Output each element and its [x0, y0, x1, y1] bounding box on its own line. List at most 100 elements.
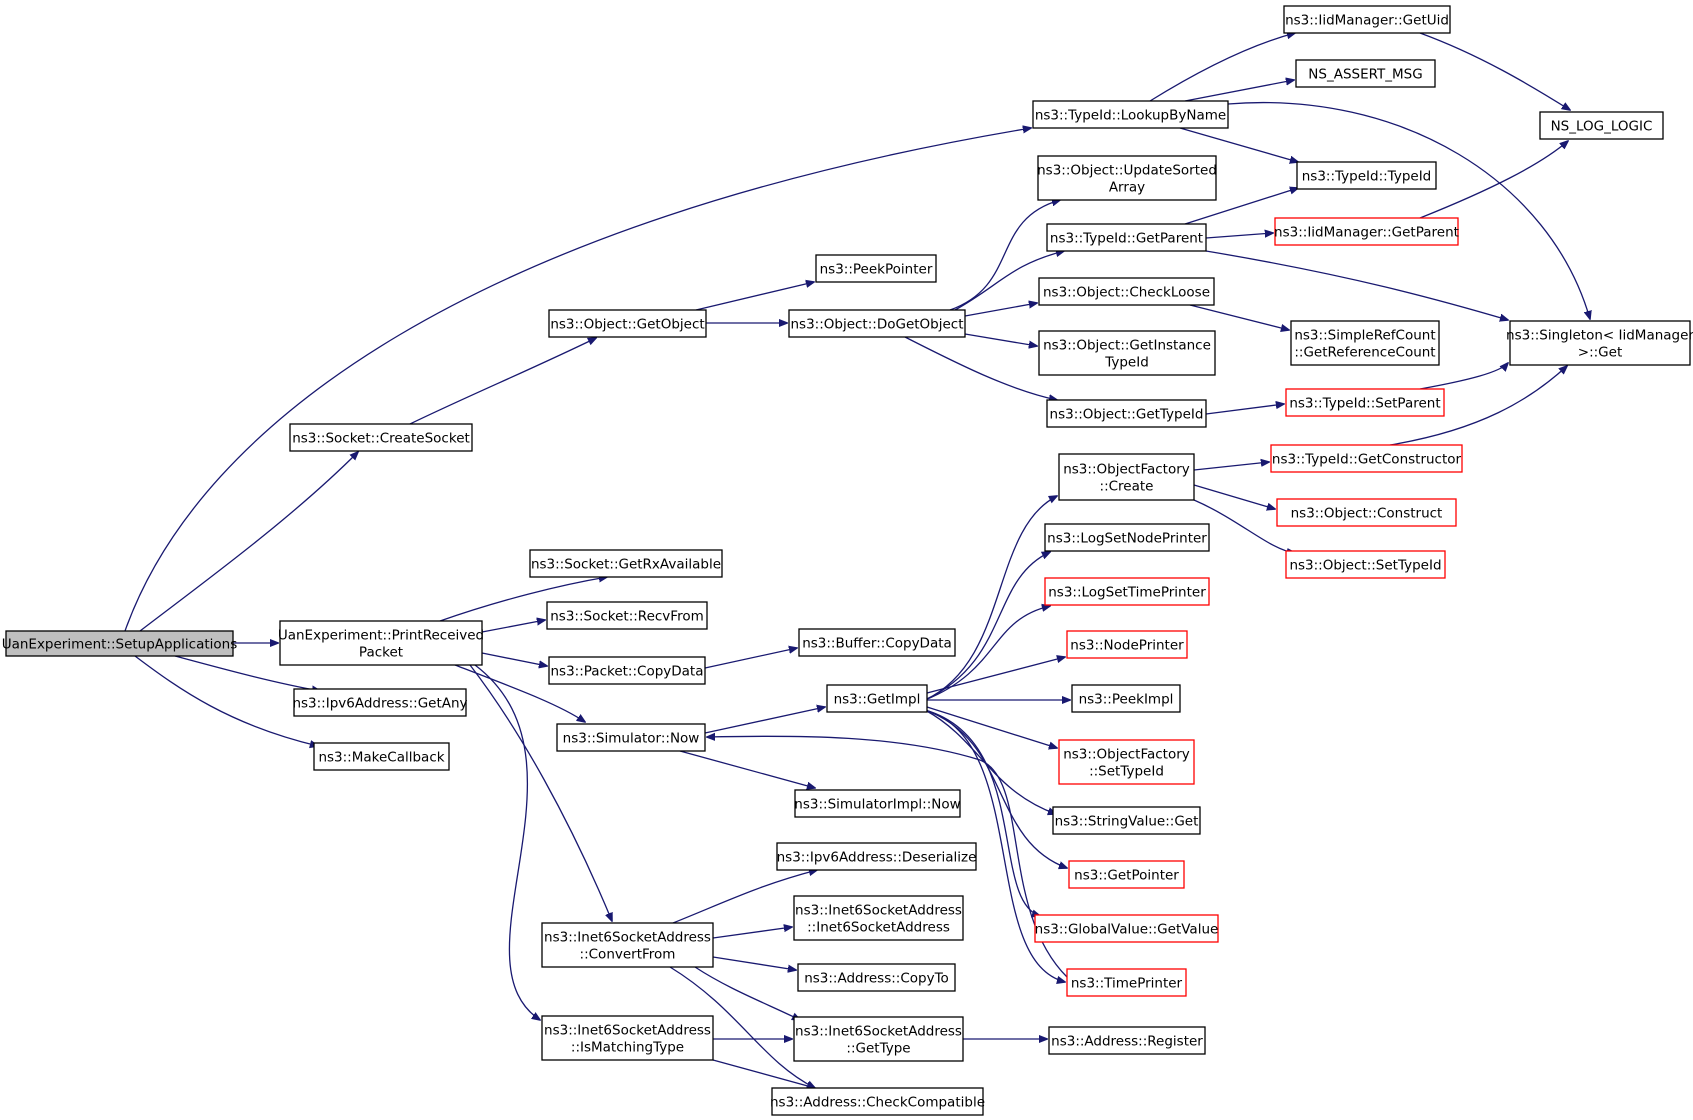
node-box	[798, 628, 956, 657]
node-label: NS_ASSERT_MSG	[1308, 67, 1422, 83]
node-objgettypeid[interactable]: ns3::Object::GetTypeId	[1046, 399, 1207, 428]
node-nsassertmsg[interactable]: NS_ASSERT_MSG	[1295, 59, 1436, 88]
node-box	[793, 895, 964, 941]
edge-getparent-to-singletonget	[1205, 250, 1508, 320]
node-addressregister[interactable]: ns3::Address::Register	[1048, 1026, 1206, 1055]
node-ipv6getany[interactable]: ns3::Ipv6Address::GetAny	[292, 688, 468, 717]
node-label: ns3::GetPointer	[1074, 868, 1179, 884]
node-box	[1044, 577, 1210, 606]
node-recvfrom[interactable]: ns3::Socket::RecvFrom	[546, 601, 708, 630]
edge-getconstructor-to-singletonget	[1389, 366, 1567, 446]
node-getobject[interactable]: ns3::Object::GetObject	[548, 309, 707, 338]
node-makecallback[interactable]: ns3::MakeCallback	[313, 742, 450, 771]
edge-inet6convertfrom-to-inet6ctor	[712, 927, 792, 939]
node-label: ns3::IidManager::GetParent	[1274, 225, 1459, 241]
edge-dogetobject-to-getinstancetypeid	[964, 333, 1037, 346]
node-buffercopydata[interactable]: ns3::Buffer::CopyData	[798, 628, 956, 657]
node-box	[1066, 630, 1188, 659]
edge-root-to-makecallback	[134, 655, 318, 746]
node-timeprinter[interactable]: ns3::TimePrinter	[1066, 968, 1187, 997]
node-label: ns3::Packet::CopyData	[550, 664, 703, 680]
node-createsocket[interactable]: ns3::Socket::CreateSocket	[289, 423, 473, 452]
node-box	[313, 742, 450, 771]
node-checkcompatible[interactable]: ns3::Address::CheckCompatible	[770, 1087, 985, 1116]
node-simulatorimplnow[interactable]: ns3::SimulatorImpl::Now	[794, 789, 961, 818]
node-logsettimeprinter[interactable]: ns3::LogSetTimePrinter	[1044, 577, 1210, 606]
node-label: ::IsMatchingType	[571, 1040, 684, 1056]
node-getpointer[interactable]: ns3::GetPointer	[1068, 860, 1185, 889]
node-iidgetparent[interactable]: ns3::IidManager::GetParent	[1274, 217, 1459, 246]
node-label: ns3::Socket::RecvFrom	[550, 609, 704, 625]
node-label: Packet	[359, 645, 403, 661]
node-box	[1037, 155, 1217, 201]
node-box	[1066, 968, 1187, 997]
node-setparent[interactable]: ns3::TypeId::SetParent	[1285, 388, 1445, 417]
node-ipv6deserialize[interactable]: ns3::Ipv6Address::Deserialize	[776, 842, 977, 871]
edge-printreceived-to-inet6convertfrom	[469, 664, 612, 921]
edge-lookupbyname-to-singletonget	[1227, 102, 1590, 319]
node-peekimpl[interactable]: ns3::PeekImpl	[1071, 684, 1181, 713]
node-inet6ctor[interactable]: ns3::Inet6SocketAddress::Inet6SocketAddr…	[793, 895, 964, 941]
edge-printreceived-to-getrxavailable	[439, 577, 607, 622]
node-nodeprinter[interactable]: ns3::NodePrinter	[1066, 630, 1188, 659]
call-edges	[124, 32, 1590, 1088]
node-addresscopyto[interactable]: ns3::Address::CopyTo	[797, 963, 956, 992]
node-label: Array	[1109, 180, 1145, 196]
node-label: ns3::Object::CheckLoose	[1043, 285, 1210, 301]
node-objfactorysettypeid[interactable]: ns3::ObjectFactory::SetTypeId	[1058, 739, 1195, 785]
node-checkloose[interactable]: ns3::Object::CheckLoose	[1038, 277, 1215, 306]
node-getparent[interactable]: ns3::TypeId::GetParent	[1046, 223, 1207, 252]
node-label: ns3::Object::Construct	[1291, 506, 1443, 522]
node-label: ns3::Singleton< IidManager	[1506, 328, 1693, 344]
node-lookupbyname[interactable]: ns3::TypeId::LookupByName	[1032, 100, 1229, 129]
node-label: ns3::Socket::CreateSocket	[292, 431, 470, 447]
node-inet6gettype[interactable]: ns3::Inet6SocketAddress::GetType	[793, 1016, 964, 1062]
node-getimpl[interactable]: ns3::GetImpl	[826, 684, 928, 713]
node-label: ns3::Object::DoGetObject	[790, 317, 963, 333]
node-objconstruct[interactable]: ns3::Object::Construct	[1276, 498, 1457, 527]
node-typeidtypeid[interactable]: ns3::TypeId::TypeId	[1296, 161, 1437, 190]
node-iidgetuid[interactable]: ns3::IidManager::GetUid	[1283, 5, 1451, 34]
node-simulatornow[interactable]: ns3::Simulator::Now	[556, 723, 706, 752]
node-label: ns3::Object::GetTypeId	[1050, 407, 1204, 423]
node-label: ns3::PeekPointer	[820, 262, 933, 278]
node-label: ns3::Object::SetTypeId	[1289, 558, 1441, 574]
node-globalvaluegetvalue[interactable]: ns3::GlobalValue::GetValue	[1034, 914, 1219, 943]
node-root[interactable]: UanExperiment::SetupApplications	[2, 630, 238, 657]
node-label: ns3::Object::GetObject	[550, 317, 704, 333]
node-label: ns3::Inet6SocketAddress	[795, 903, 962, 919]
edge-simulatornow-to-getimpl	[704, 707, 825, 734]
node-label: UanExperiment::SetupApplications	[2, 637, 238, 653]
edge-lookupbyname-to-nsassertmsg	[1184, 80, 1294, 102]
node-peekpointer[interactable]: ns3::PeekPointer	[815, 254, 937, 283]
node-box	[1509, 320, 1691, 366]
node-getconstructor[interactable]: ns3::TypeId::GetConstructor	[1270, 444, 1463, 473]
edge-dogetobject-to-getparent	[954, 251, 1064, 311]
node-label: ns3::LogSetNodePrinter	[1047, 531, 1207, 547]
edge-getimpl-to-logsettimeprinter	[924, 606, 1050, 701]
node-logsetnodeprinter[interactable]: ns3::LogSetNodePrinter	[1044, 523, 1210, 552]
node-getrxavailable[interactable]: ns3::Socket::GetRxAvailable	[529, 549, 723, 578]
node-packetcopydata[interactable]: ns3::Packet::CopyData	[548, 656, 706, 685]
edge-iidgetuid-to-nsloglogic	[1419, 32, 1570, 110]
node-inet6ismatching[interactable]: ns3::Inet6SocketAddress::IsMatchingType	[541, 1015, 714, 1061]
call-nodes: UanExperiment::SetupApplications ns3::Soc…	[2, 5, 1693, 1116]
edge-objfactorycreate-to-getconstructor	[1193, 462, 1269, 471]
node-stringvalueget[interactable]: ns3::StringValue::Get	[1052, 806, 1201, 835]
node-nsloglogic[interactable]: NS_LOG_LOGIC	[1539, 111, 1664, 140]
edge-setparent-to-singletonget	[1419, 363, 1508, 390]
node-label: ns3::Inet6SocketAddress	[544, 1023, 711, 1039]
node-objsettypeid[interactable]: ns3::Object::SetTypeId	[1285, 550, 1446, 579]
node-box	[1046, 223, 1207, 252]
node-simplerefcount[interactable]: ns3::SimpleRefCount::GetReferenceCount	[1290, 320, 1440, 366]
node-box	[546, 601, 708, 630]
edge-timeprinter-to-simulatornow	[707, 736, 1068, 978]
node-singletonget[interactable]: ns3::Singleton< IidManager >::Get	[1506, 320, 1693, 366]
node-dogetobject[interactable]: ns3::Object::DoGetObject	[788, 309, 966, 338]
edge-createsocket-to-getobject	[409, 338, 596, 425]
node-objfactorycreate[interactable]: ns3::ObjectFactory::Create	[1058, 453, 1195, 501]
node-inet6convertfrom[interactable]: ns3::Inet6SocketAddress::ConvertFrom	[541, 922, 714, 968]
